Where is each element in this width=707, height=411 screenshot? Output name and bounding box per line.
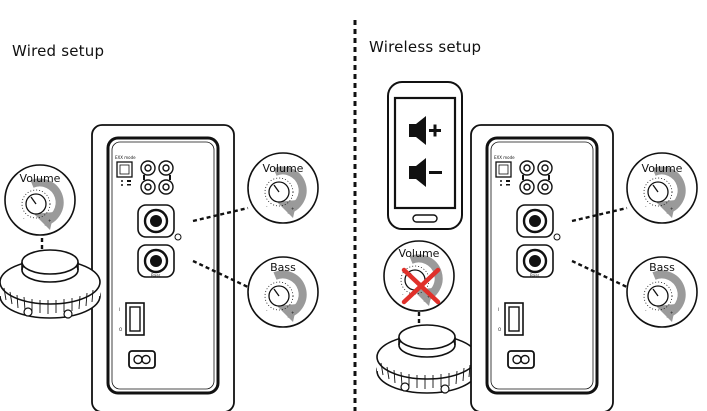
smartphone-icon xyxy=(387,81,463,230)
amplifier-panel-wired xyxy=(90,123,236,411)
volume-puck-wireless xyxy=(376,324,478,394)
volume-label-panel-wired: Volume xyxy=(263,162,304,175)
volume-puck-wired xyxy=(0,249,101,319)
bass-label-wired: Bass xyxy=(270,261,296,274)
volume-label-wired: Volume xyxy=(20,172,61,185)
wireless-setup-title: Wireless setup xyxy=(369,38,482,56)
red-x-icon xyxy=(401,267,441,305)
volume-label-wireless: Volume xyxy=(399,247,440,260)
amplifier-panel-wireless xyxy=(469,123,615,411)
volume-up-icon xyxy=(409,116,441,145)
volume-down-icon xyxy=(409,158,442,187)
volume-label-panel-wireless: Volume xyxy=(642,162,683,175)
bass-label-wireless: Bass xyxy=(649,261,675,274)
wired-setup-title: Wired setup xyxy=(12,42,105,60)
